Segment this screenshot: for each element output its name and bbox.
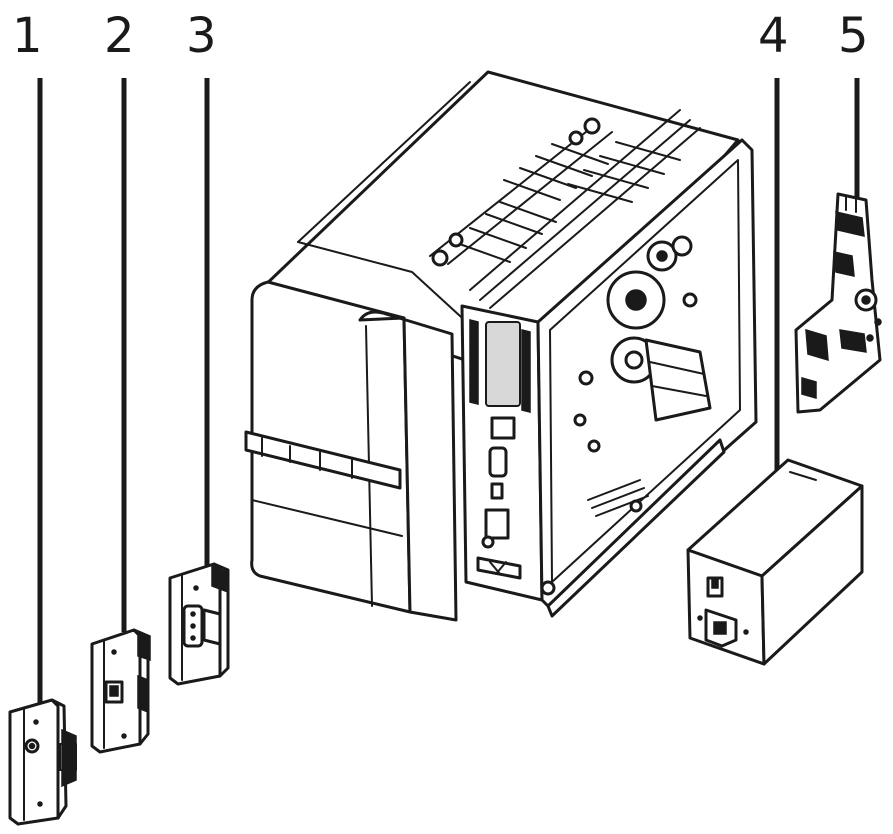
interface-module-2	[90, 628, 151, 754]
callout-number-3: 3	[186, 8, 217, 64]
callout-number-1: 1	[12, 8, 43, 64]
callout-number-4: 4	[758, 8, 789, 64]
callout-number-5: 5	[838, 8, 869, 64]
printer-body	[244, 70, 758, 622]
interface-module-3	[168, 562, 230, 686]
control-board	[794, 192, 882, 414]
power-supply-module	[686, 458, 864, 666]
callout-number-2: 2	[104, 8, 135, 64]
interface-module-1	[8, 698, 77, 826]
